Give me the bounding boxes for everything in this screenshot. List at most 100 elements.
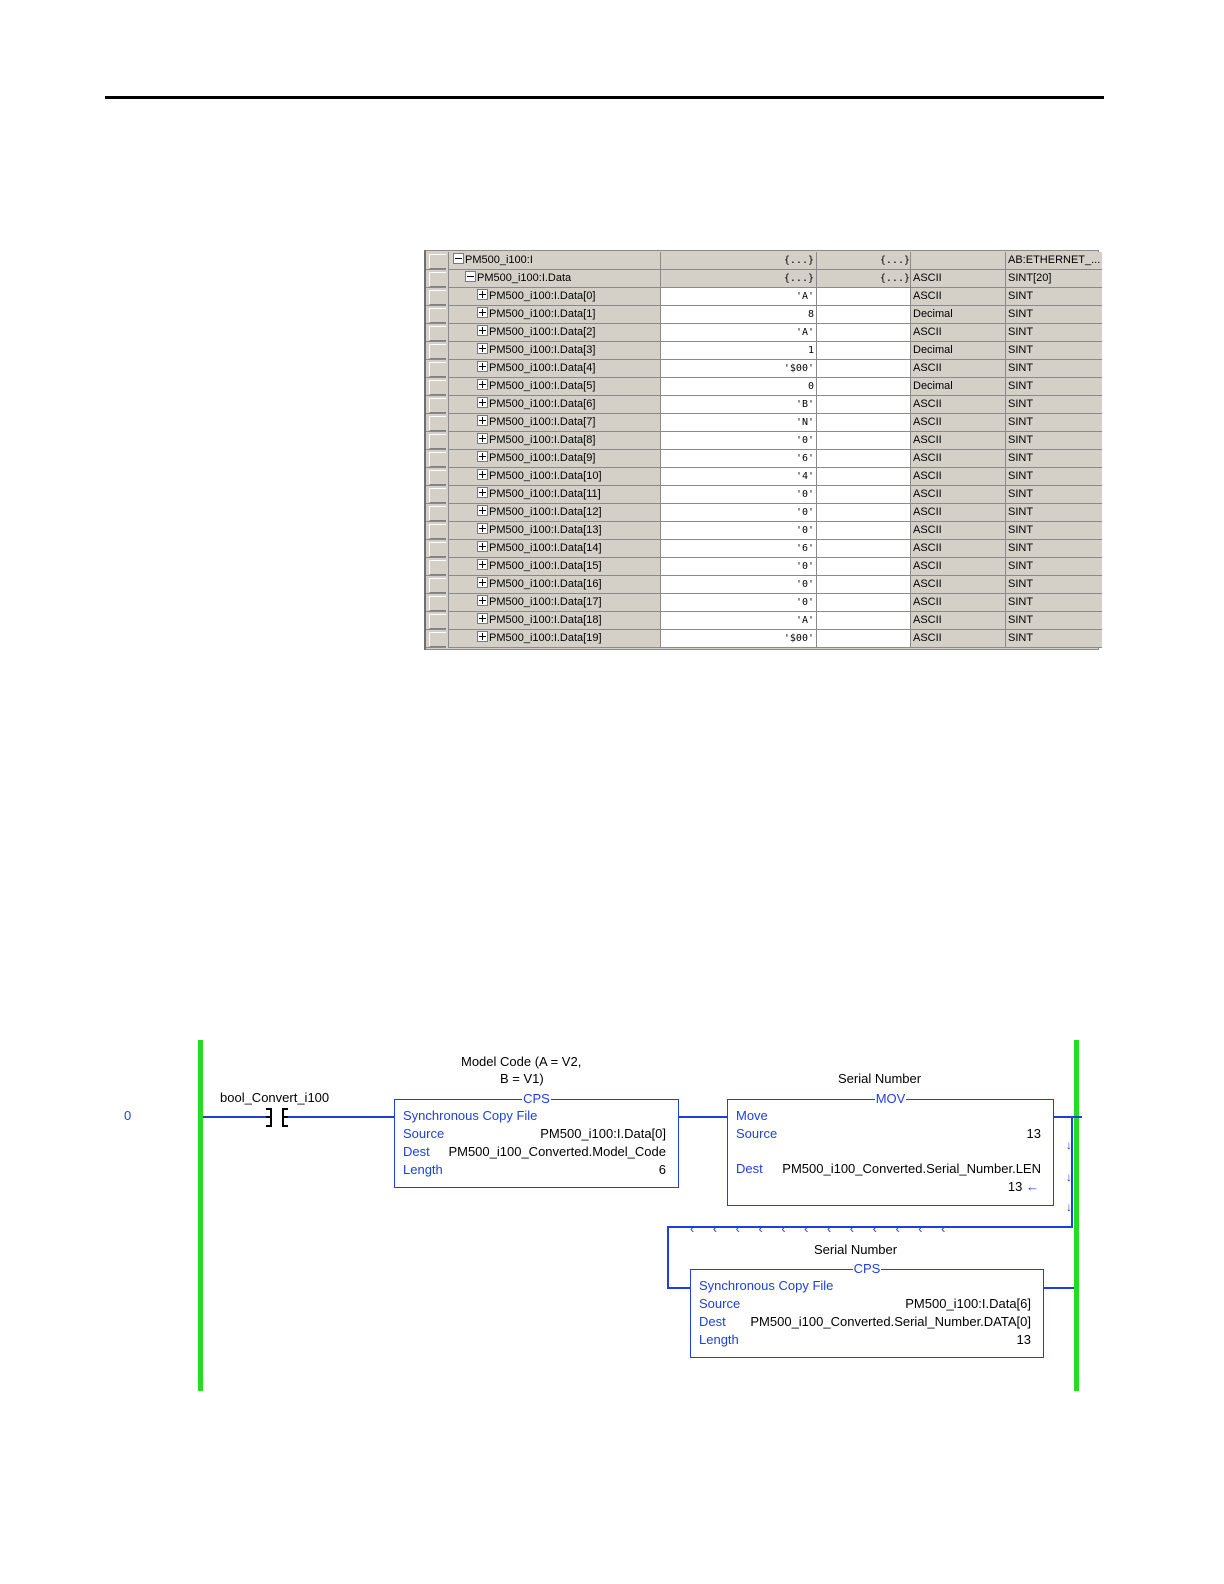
force-mask-cell[interactable]: {...} [816, 270, 912, 288]
display-style-cell[interactable]: ASCII [910, 324, 1007, 342]
display-style-cell[interactable]: ASCII [910, 288, 1007, 306]
data-type-cell[interactable]: SINT [1005, 576, 1102, 594]
force-mask-cell[interactable] [816, 612, 912, 630]
force-mask-cell[interactable] [816, 432, 912, 450]
expand-plus-icon[interactable] [477, 415, 488, 426]
data-type-cell[interactable]: SINT[20] [1005, 270, 1102, 288]
force-mask-cell[interactable] [816, 414, 912, 432]
tag-name-cell[interactable]: PM500_i100:I.Data[13] [448, 522, 664, 540]
data-type-cell[interactable]: SINT [1005, 450, 1102, 468]
tag-value-cell[interactable]: 8 [660, 306, 816, 324]
tag-name-cell[interactable]: PM500_i100:I.Data[15] [448, 558, 664, 576]
row-selector[interactable] [426, 522, 446, 540]
display-style-cell[interactable]: ASCII [910, 270, 1007, 288]
display-style-cell[interactable]: ASCII [910, 540, 1007, 558]
force-mask-cell[interactable] [816, 576, 912, 594]
force-mask-cell[interactable] [816, 504, 912, 522]
cps2-source-value[interactable]: PM500_i100:I.Data[6] [905, 1296, 1031, 1311]
row-selector[interactable] [426, 612, 446, 630]
force-mask-cell[interactable] [816, 540, 912, 558]
display-style-cell[interactable]: ASCII [910, 432, 1007, 450]
data-type-cell[interactable]: SINT [1005, 378, 1102, 396]
tag-value-cell[interactable]: 1 [660, 342, 816, 360]
tag-name-cell[interactable]: PM500_i100:I.Data[18] [448, 612, 664, 630]
force-mask-cell[interactable] [816, 558, 912, 576]
row-selector[interactable] [426, 288, 446, 306]
data-type-cell[interactable]: SINT [1005, 288, 1102, 306]
expand-plus-icon[interactable] [477, 631, 488, 642]
row-selector[interactable] [426, 540, 446, 558]
row-selector[interactable] [426, 396, 446, 414]
data-type-cell[interactable]: SINT [1005, 306, 1102, 324]
expand-plus-icon[interactable] [477, 523, 488, 534]
row-selector[interactable] [426, 306, 446, 324]
row-selector[interactable] [426, 558, 446, 576]
force-mask-cell[interactable] [816, 306, 912, 324]
cps2-length-value[interactable]: 13 [1016, 1332, 1031, 1347]
tag-name-cell[interactable]: PM500_i100:I.Data[12] [448, 504, 664, 522]
data-type-cell[interactable]: SINT [1005, 360, 1102, 378]
tag-value-cell[interactable]: {...} [660, 252, 816, 270]
tag-value-cell[interactable]: '0' [660, 576, 816, 594]
display-style-cell[interactable]: ASCII [910, 468, 1007, 486]
expand-plus-icon[interactable] [477, 541, 488, 552]
tag-name-cell[interactable]: PM500_i100:I.Data[7] [448, 414, 664, 432]
data-type-cell[interactable]: SINT [1005, 540, 1102, 558]
row-selector[interactable] [426, 342, 446, 360]
xic-contact[interactable] [266, 1108, 288, 1127]
tag-value-cell[interactable]: '0' [660, 486, 816, 504]
data-type-cell[interactable]: SINT [1005, 396, 1102, 414]
display-style-cell[interactable]: ASCII [910, 630, 1007, 648]
force-mask-cell[interactable] [816, 486, 912, 504]
expand-plus-icon[interactable] [477, 559, 488, 570]
tag-value-cell[interactable]: '0' [660, 594, 816, 612]
cps1-source-value[interactable]: PM500_i100:I.Data[0] [540, 1126, 666, 1141]
expand-plus-icon[interactable] [477, 433, 488, 444]
tag-value-cell[interactable]: {...} [660, 270, 816, 288]
expand-plus-icon[interactable] [477, 613, 488, 624]
force-mask-cell[interactable] [816, 468, 912, 486]
display-style-cell[interactable]: ASCII [910, 558, 1007, 576]
force-mask-cell[interactable] [816, 342, 912, 360]
tag-value-cell[interactable]: 0 [660, 378, 816, 396]
tag-name-cell[interactable]: PM500_i100:I.Data[0] [448, 288, 664, 306]
tag-name-cell[interactable]: PM500_i100:I.Data[9] [448, 450, 664, 468]
display-style-cell[interactable] [910, 252, 1007, 270]
rung-number[interactable]: 0 [124, 1108, 132, 1123]
display-style-cell[interactable]: Decimal [910, 306, 1007, 324]
row-selector[interactable] [426, 252, 446, 270]
expand-plus-icon[interactable] [477, 307, 488, 318]
expand-plus-icon[interactable] [477, 487, 488, 498]
tag-row[interactable]: PM500_i100:I{...}{...}AB:ETHERNET_... [426, 252, 1102, 270]
tag-value-cell[interactable]: '0' [660, 504, 816, 522]
tag-name-cell[interactable]: PM500_i100:I.Data[11] [448, 486, 664, 504]
display-style-cell[interactable]: ASCII [910, 414, 1007, 432]
force-mask-cell[interactable] [816, 378, 912, 396]
mov-dest-value[interactable]: PM500_i100_Converted.Serial_Number.LEN [782, 1161, 1041, 1176]
expand-plus-icon[interactable] [477, 397, 488, 408]
row-selector[interactable] [426, 378, 446, 396]
display-style-cell[interactable]: ASCII [910, 450, 1007, 468]
expand-plus-icon[interactable] [477, 595, 488, 606]
tag-value-cell[interactable]: '6' [660, 540, 816, 558]
data-type-cell[interactable]: SINT [1005, 522, 1102, 540]
row-selector[interactable] [426, 486, 446, 504]
data-type-cell[interactable]: SINT [1005, 468, 1102, 486]
tag-value-cell[interactable]: 'A' [660, 612, 816, 630]
row-selector[interactable] [426, 324, 446, 342]
display-style-cell[interactable]: Decimal [910, 378, 1007, 396]
expand-plus-icon[interactable] [477, 361, 488, 372]
tag-value-cell[interactable]: '4' [660, 468, 816, 486]
